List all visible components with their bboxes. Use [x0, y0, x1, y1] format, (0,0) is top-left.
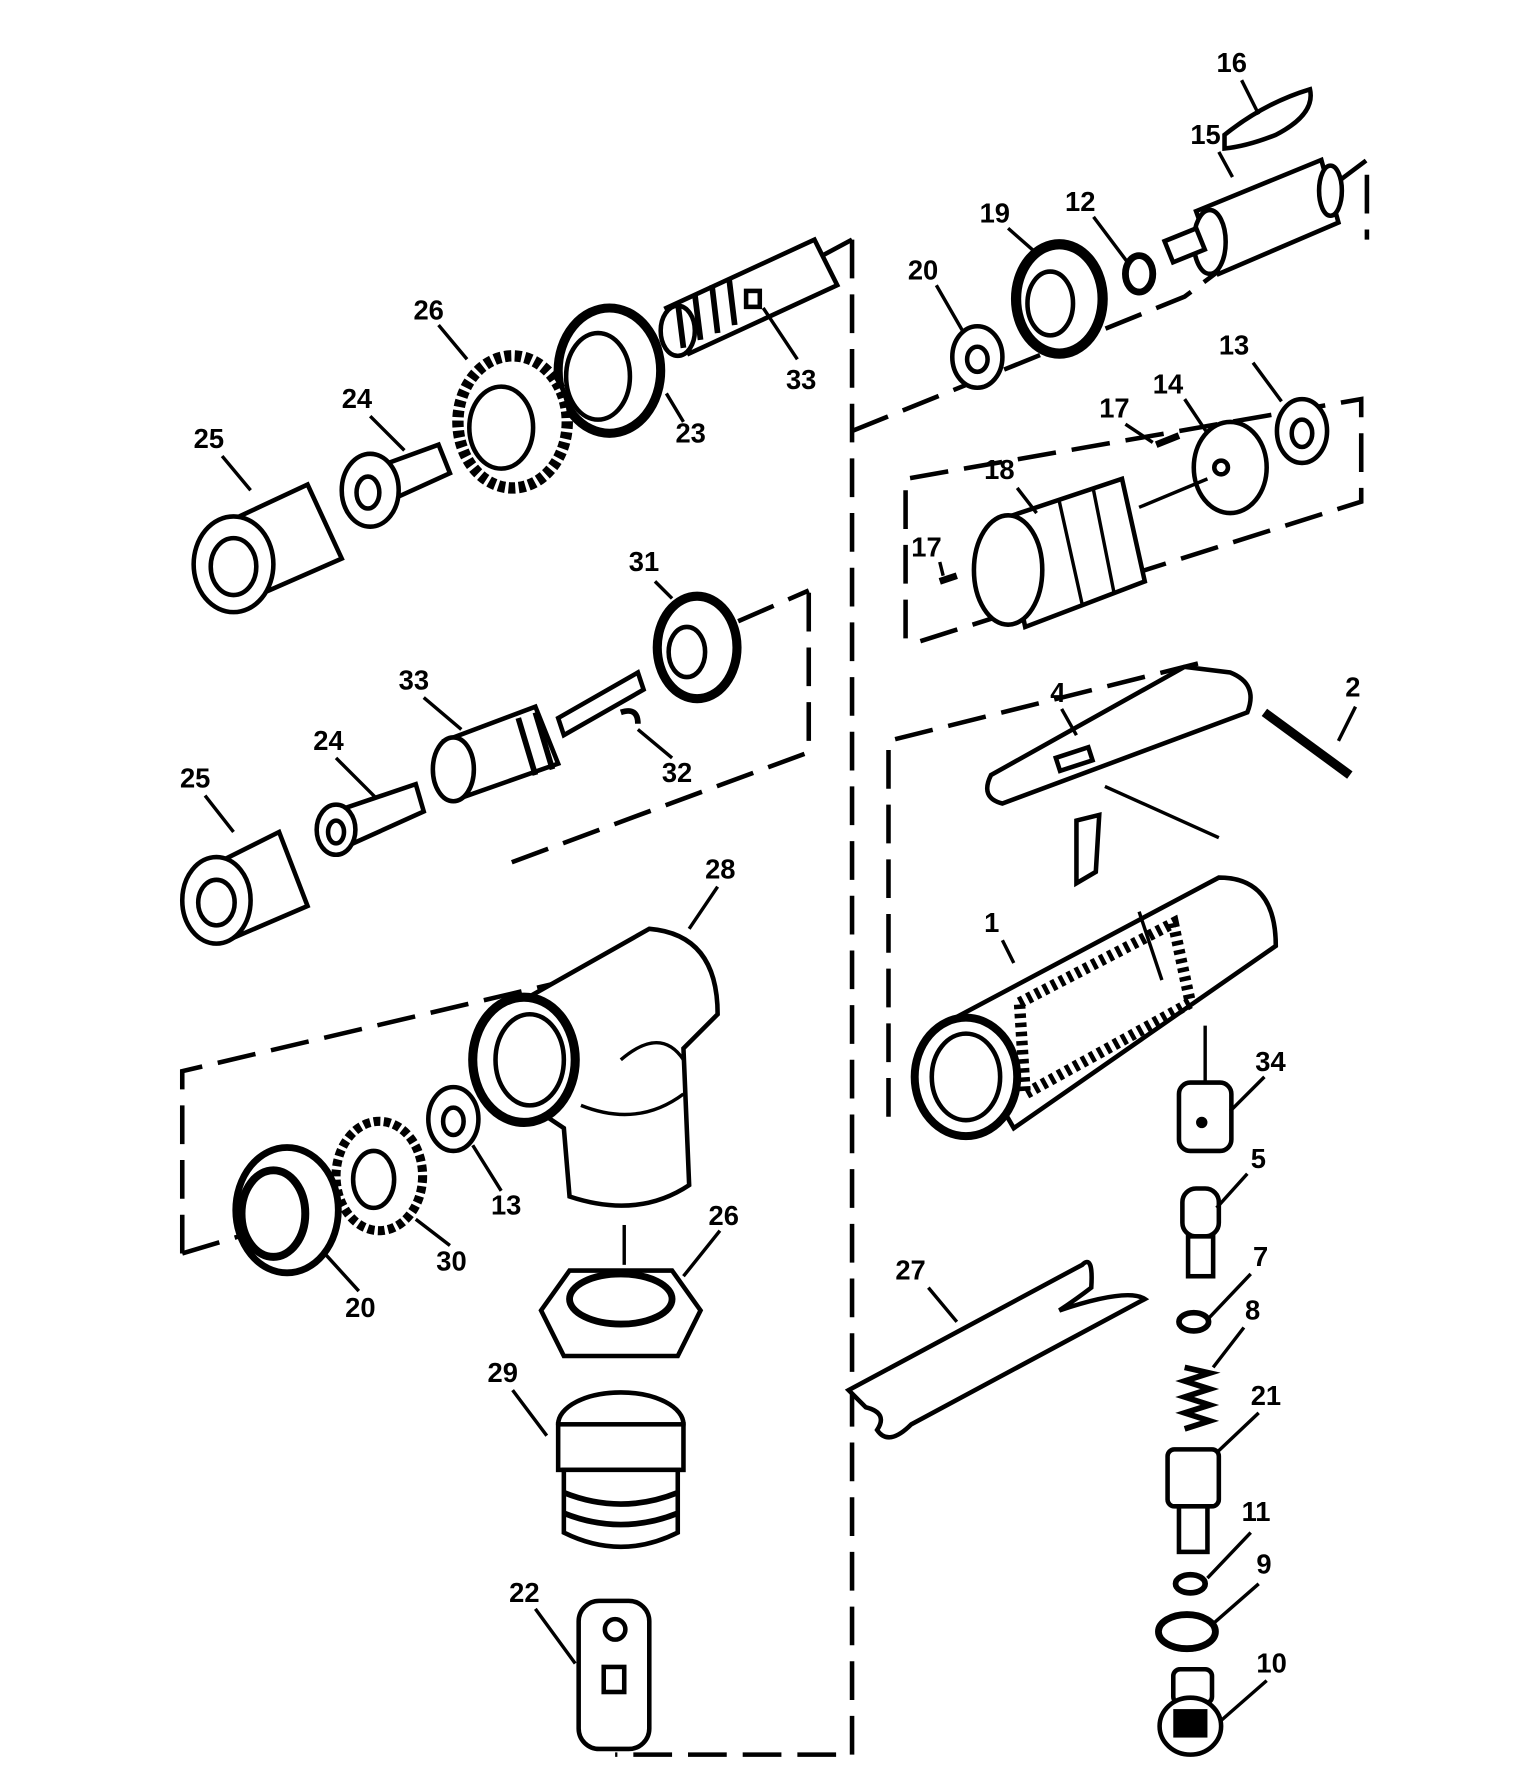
part-20-bearing	[232, 1144, 342, 1277]
part-labels: 16 15 19 12 20 13 17 14 18 17 4 2 1 34 5…	[180, 47, 1361, 1678]
label-31: 31	[629, 546, 659, 577]
label-20: 20	[345, 1292, 375, 1323]
part-26-lock-nut	[538, 1268, 704, 1359]
part-13-bearing	[1274, 396, 1330, 466]
leader-lines	[203, 79, 1358, 1722]
part-16-lever-key	[1222, 86, 1313, 152]
part-22-spindle-adapter	[576, 1598, 652, 1752]
label-25: 25	[194, 423, 224, 454]
part-11-o-ring	[1172, 1571, 1209, 1596]
part-25-collet-nut	[179, 828, 311, 946]
label-33: 33	[786, 364, 816, 395]
label-24: 24	[342, 383, 373, 414]
label-20: 20	[908, 255, 938, 286]
label-29: 29	[488, 1357, 518, 1388]
label-26: 26	[709, 1200, 739, 1231]
label-22: 22	[509, 1577, 539, 1608]
part-29-coupling	[555, 1390, 686, 1550]
label-21: 21	[1251, 1380, 1281, 1411]
part-12-ring	[1122, 252, 1157, 296]
part-33-spindle	[658, 236, 841, 359]
part-33-spindle	[430, 669, 647, 804]
part-24-pinion	[314, 781, 427, 858]
label-30: 30	[436, 1246, 466, 1277]
label-1: 1	[984, 907, 999, 938]
part-24-pinion	[339, 441, 453, 529]
part-13-bearing	[426, 1084, 481, 1154]
label-10: 10	[1256, 1648, 1286, 1679]
label-14: 14	[1153, 368, 1184, 399]
part-1-motor-housing	[910, 875, 1279, 1141]
label-17: 17	[911, 531, 941, 562]
label-19: 19	[980, 198, 1010, 229]
part-14-end-plate	[1191, 419, 1269, 516]
part-18-rotor	[971, 475, 1209, 631]
label-13: 13	[491, 1190, 521, 1221]
part-17-pin	[938, 572, 958, 585]
label-4: 4	[1050, 677, 1066, 708]
part-31-nut	[652, 591, 742, 704]
label-11: 11	[1242, 1496, 1271, 1527]
label-26: 26	[413, 294, 443, 325]
label-16: 16	[1217, 47, 1247, 78]
part-34-valve-seat	[1176, 1025, 1234, 1154]
part-26-gear	[452, 350, 573, 494]
part-28-angle-head	[468, 926, 720, 1208]
part-9-washer	[1155, 1611, 1219, 1653]
part-25-collet-nut	[191, 481, 345, 615]
label-5: 5	[1251, 1143, 1266, 1174]
label-25: 25	[180, 763, 210, 794]
part-30-gear	[331, 1116, 428, 1236]
label-15: 15	[1190, 119, 1220, 150]
label-34: 34	[1255, 1046, 1286, 1077]
part-23-nut	[553, 303, 666, 438]
label-23: 23	[675, 417, 705, 448]
part-5-valve-stem	[1180, 1186, 1222, 1279]
label-18: 18	[984, 454, 1014, 485]
part-20-bearing	[950, 323, 1005, 391]
label-7: 7	[1253, 1241, 1268, 1272]
label-24: 24	[313, 725, 344, 756]
label-9: 9	[1256, 1549, 1271, 1580]
part-32-key	[619, 708, 641, 724]
label-32: 32	[662, 757, 692, 788]
label-28: 28	[705, 854, 735, 885]
part-8-spring	[1175, 1364, 1221, 1432]
label-17: 17	[1099, 392, 1129, 423]
label-33: 33	[399, 665, 429, 696]
part-19-gear-ring	[1010, 239, 1108, 359]
part-17-pin	[1154, 432, 1181, 448]
label-2: 2	[1345, 671, 1360, 702]
label-27: 27	[895, 1255, 925, 1286]
part-7-o-ring	[1176, 1309, 1212, 1334]
part-21-valve-body	[1165, 1447, 1222, 1555]
label-12: 12	[1065, 186, 1095, 217]
part-10-air-inlet	[1157, 1666, 1224, 1757]
part-27-wrench	[844, 1259, 1150, 1440]
part-4-trigger-lever	[985, 664, 1253, 888]
part-2-pin	[1261, 708, 1353, 779]
label-13: 13	[1219, 330, 1249, 361]
part-15-valve	[1161, 156, 1345, 277]
label-8: 8	[1245, 1295, 1260, 1326]
